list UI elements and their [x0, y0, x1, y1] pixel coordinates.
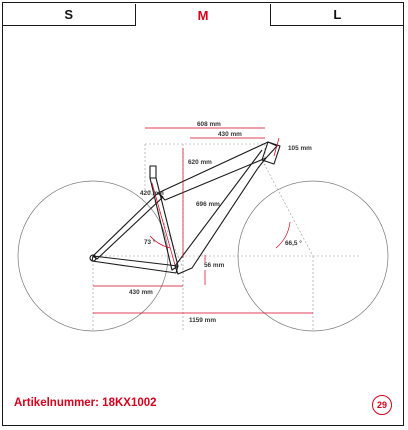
label-head-tube: 105 mm: [288, 145, 312, 152]
label-wheelbase: 1159 mm: [189, 317, 216, 324]
guide-lines: [92, 143, 360, 330]
wheel-size-badge: 29: [372, 395, 392, 415]
label-seat-tube-length: 696 mm: [196, 201, 220, 208]
size-tabs: S M L: [2, 4, 404, 26]
tab-size-m[interactable]: M: [135, 4, 271, 26]
label-head-angle: 66,5 °: [285, 239, 302, 247]
tab-size-s[interactable]: S: [2, 4, 136, 26]
bike-frame: [89, 141, 281, 275]
dimension-lines: [93, 127, 313, 314]
product-frame: [2, 2, 404, 426]
label-reach: 430 mm: [218, 131, 242, 138]
rear-wheel: [17, 180, 169, 332]
article-number: Artikelnummer: 18KX1002: [14, 397, 157, 409]
label-reach-total: 608 mm: [197, 121, 221, 128]
label-seat-tube-short: 420 mm: [140, 190, 164, 197]
label-seat-angle: 73 °: [144, 238, 156, 246]
label-bb-drop: 56 mm: [204, 262, 225, 269]
label-chainstay: 430 mm: [129, 289, 153, 296]
tab-size-l[interactable]: L: [270, 4, 404, 26]
label-seat-tube-top: 620 mm: [188, 159, 212, 166]
